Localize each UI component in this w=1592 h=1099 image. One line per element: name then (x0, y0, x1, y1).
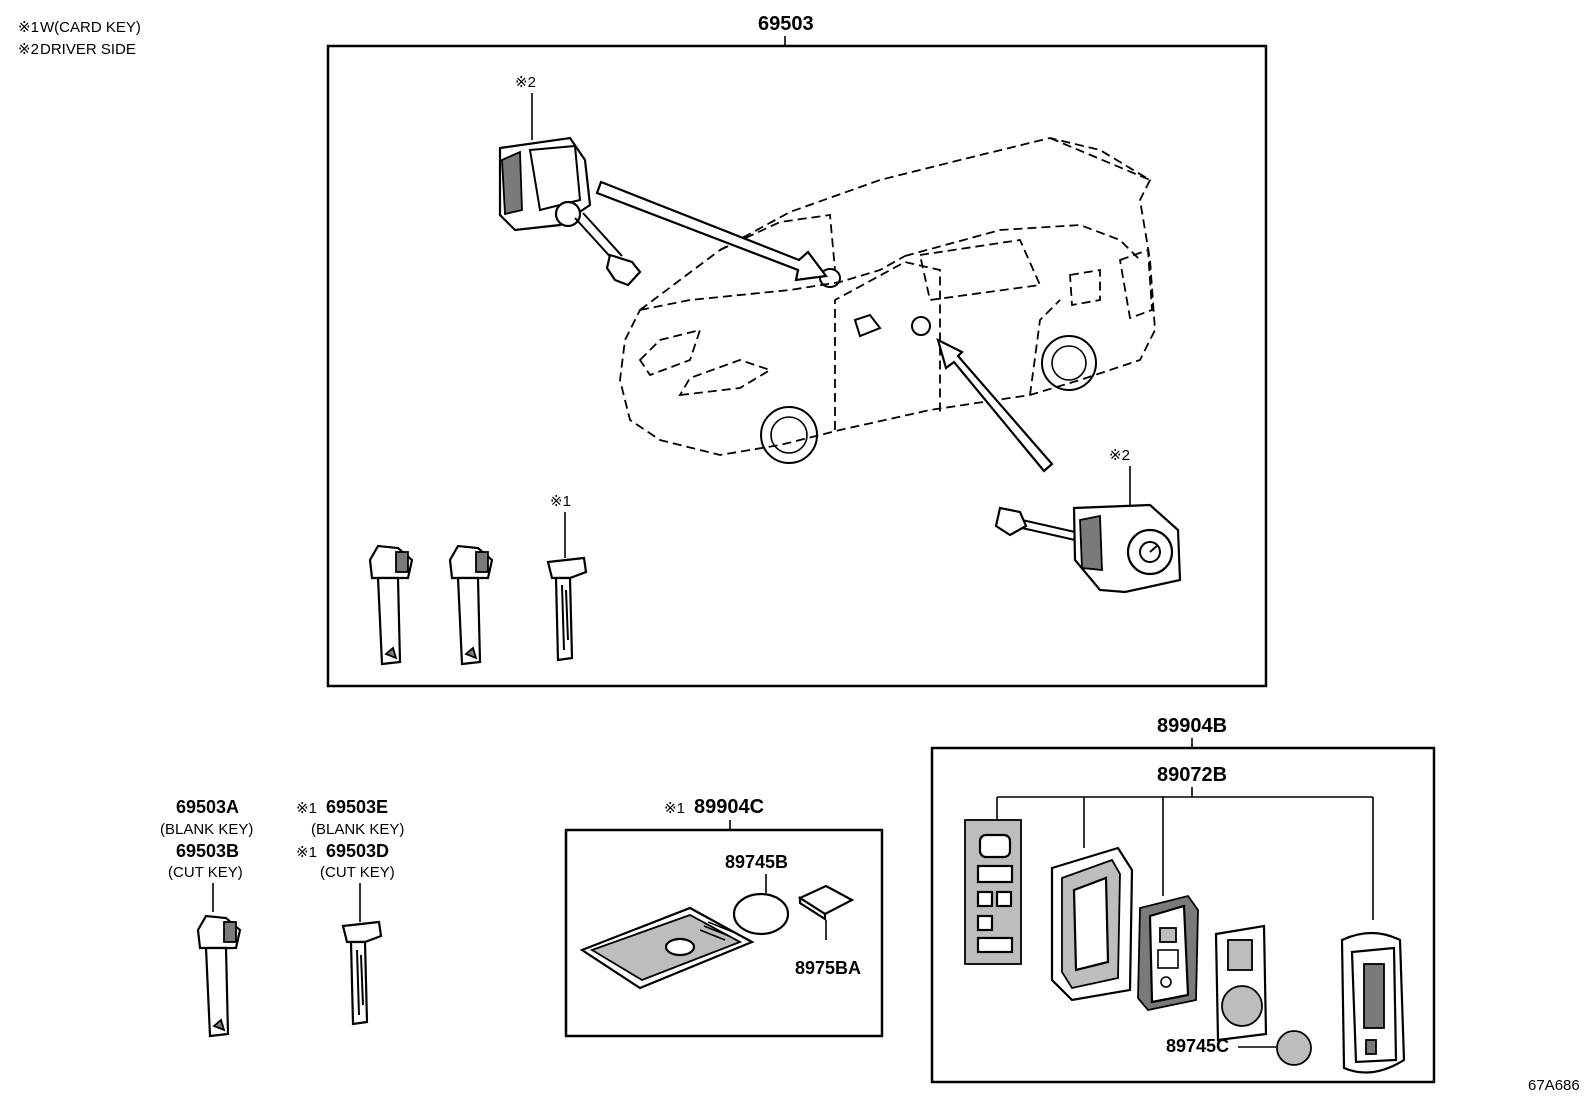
desc-69503E: (BLANK KEY) (311, 821, 404, 838)
rear-wheel (1041, 335, 1097, 391)
key-69503A-B (196, 914, 242, 1038)
key-labels-right: ※1 69503E (BLANK KEY) ※1 69503D (CUT KEY… (296, 797, 404, 922)
arrow-to-front-lock (595, 180, 829, 282)
door-lock-location (911, 316, 931, 336)
note-2-text: DRIVER SIDE (40, 41, 136, 58)
key-labels-left: 69503A (BLANK KEY) 69503B (CUT KEY) (160, 797, 253, 912)
part-label-8975BA: 8975BA (795, 958, 861, 978)
diagram-code: 67A686 (1528, 1077, 1580, 1094)
mark-driver-side-upper: ※2 (515, 74, 536, 91)
assembly-box-89904C (564, 828, 884, 1038)
location-arrows (595, 180, 1054, 473)
key-blank-main (368, 544, 414, 666)
key-69503E-D (341, 920, 383, 1026)
mark-89904C: ※1 (664, 800, 685, 817)
desc-69503D: (CUT KEY) (320, 864, 395, 881)
part-label-69503: 69503 (758, 13, 814, 35)
card-key (579, 906, 755, 990)
front-wheel (760, 406, 818, 464)
mark-driver-side-lower: ※2 (1109, 447, 1130, 464)
note-2-mark: ※2 (18, 41, 39, 58)
part-label-89072B: 89072B (1157, 764, 1227, 786)
arrow-to-door-lock (936, 337, 1054, 473)
part-label-89745C: 89745C (1166, 1036, 1229, 1056)
mark-69503E: ※1 (296, 800, 317, 817)
desc-69503A: (BLANK KEY) (160, 821, 253, 838)
door-lock-cylinder-upper: ※2 (498, 74, 642, 287)
mark-card-key-main: ※1 (550, 493, 571, 510)
key-cover (1214, 924, 1268, 1042)
note-1-text: W(CARD KEY) (40, 19, 141, 36)
part-label-89904B: 89904B (1157, 715, 1227, 737)
circuit-board (1137, 894, 1199, 1011)
mark-69503D: ※1 (296, 844, 317, 861)
desc-69503B: (CUT KEY) (168, 864, 243, 881)
smart-key-fob (1340, 931, 1406, 1074)
note-1-mark: ※1 (18, 19, 39, 36)
key-emergency-main: ※1 (546, 493, 588, 662)
legend-notes: ※1 W(CARD KEY) ※2 DRIVER SIDE (18, 19, 141, 58)
card-part-8975BA (797, 884, 855, 922)
van-illustration (619, 137, 1156, 464)
key-cut-main (448, 544, 494, 666)
part-label-89904C: 89904C (694, 796, 764, 818)
battery-89745C (1276, 1030, 1312, 1066)
button-pad (964, 819, 1022, 965)
part-label-69503E: 69503E (326, 797, 388, 817)
card-battery-89745B (732, 892, 790, 936)
part-label-69503B: 69503B (176, 841, 239, 861)
assembly-box-69503 (326, 44, 1268, 688)
front-lock-location (819, 268, 841, 288)
part-label-89745B: 89745B (725, 852, 788, 872)
transmitter-leaders (996, 796, 1374, 920)
assembly-box-89904B (930, 746, 1436, 1084)
door-lock-cylinder-lower: ※2 (994, 447, 1182, 594)
part-label-69503D: 69503D (326, 841, 389, 861)
part-label-69503A: 69503A (176, 797, 239, 817)
key-case-frame (1050, 846, 1134, 1002)
